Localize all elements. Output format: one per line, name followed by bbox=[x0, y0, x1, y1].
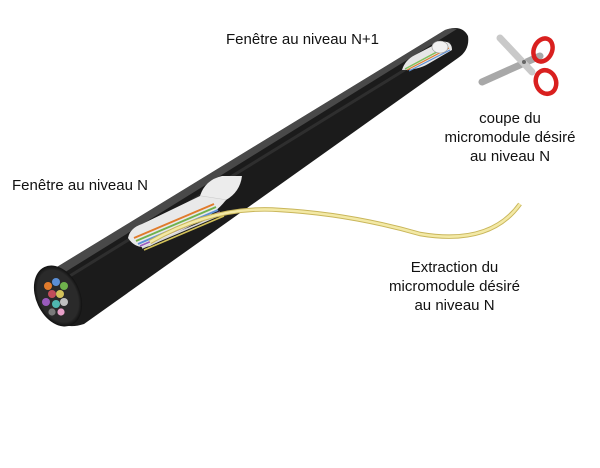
label-extraction-micromodule: Extraction du micromodule désiré au nive… bbox=[389, 259, 520, 314]
window-n-plus-1 bbox=[402, 40, 452, 72]
label-window-n: Fenêtre au niveau N bbox=[12, 177, 148, 194]
label-cut-micromodule: coupe du micromodule désiré au niveau N bbox=[444, 110, 576, 165]
cable-sheath bbox=[44, 28, 469, 327]
label-window-n-plus-1: Fenêtre au niveau N+1 bbox=[226, 31, 380, 48]
scissors-icon bbox=[478, 34, 559, 97]
cable-end bbox=[33, 265, 83, 327]
